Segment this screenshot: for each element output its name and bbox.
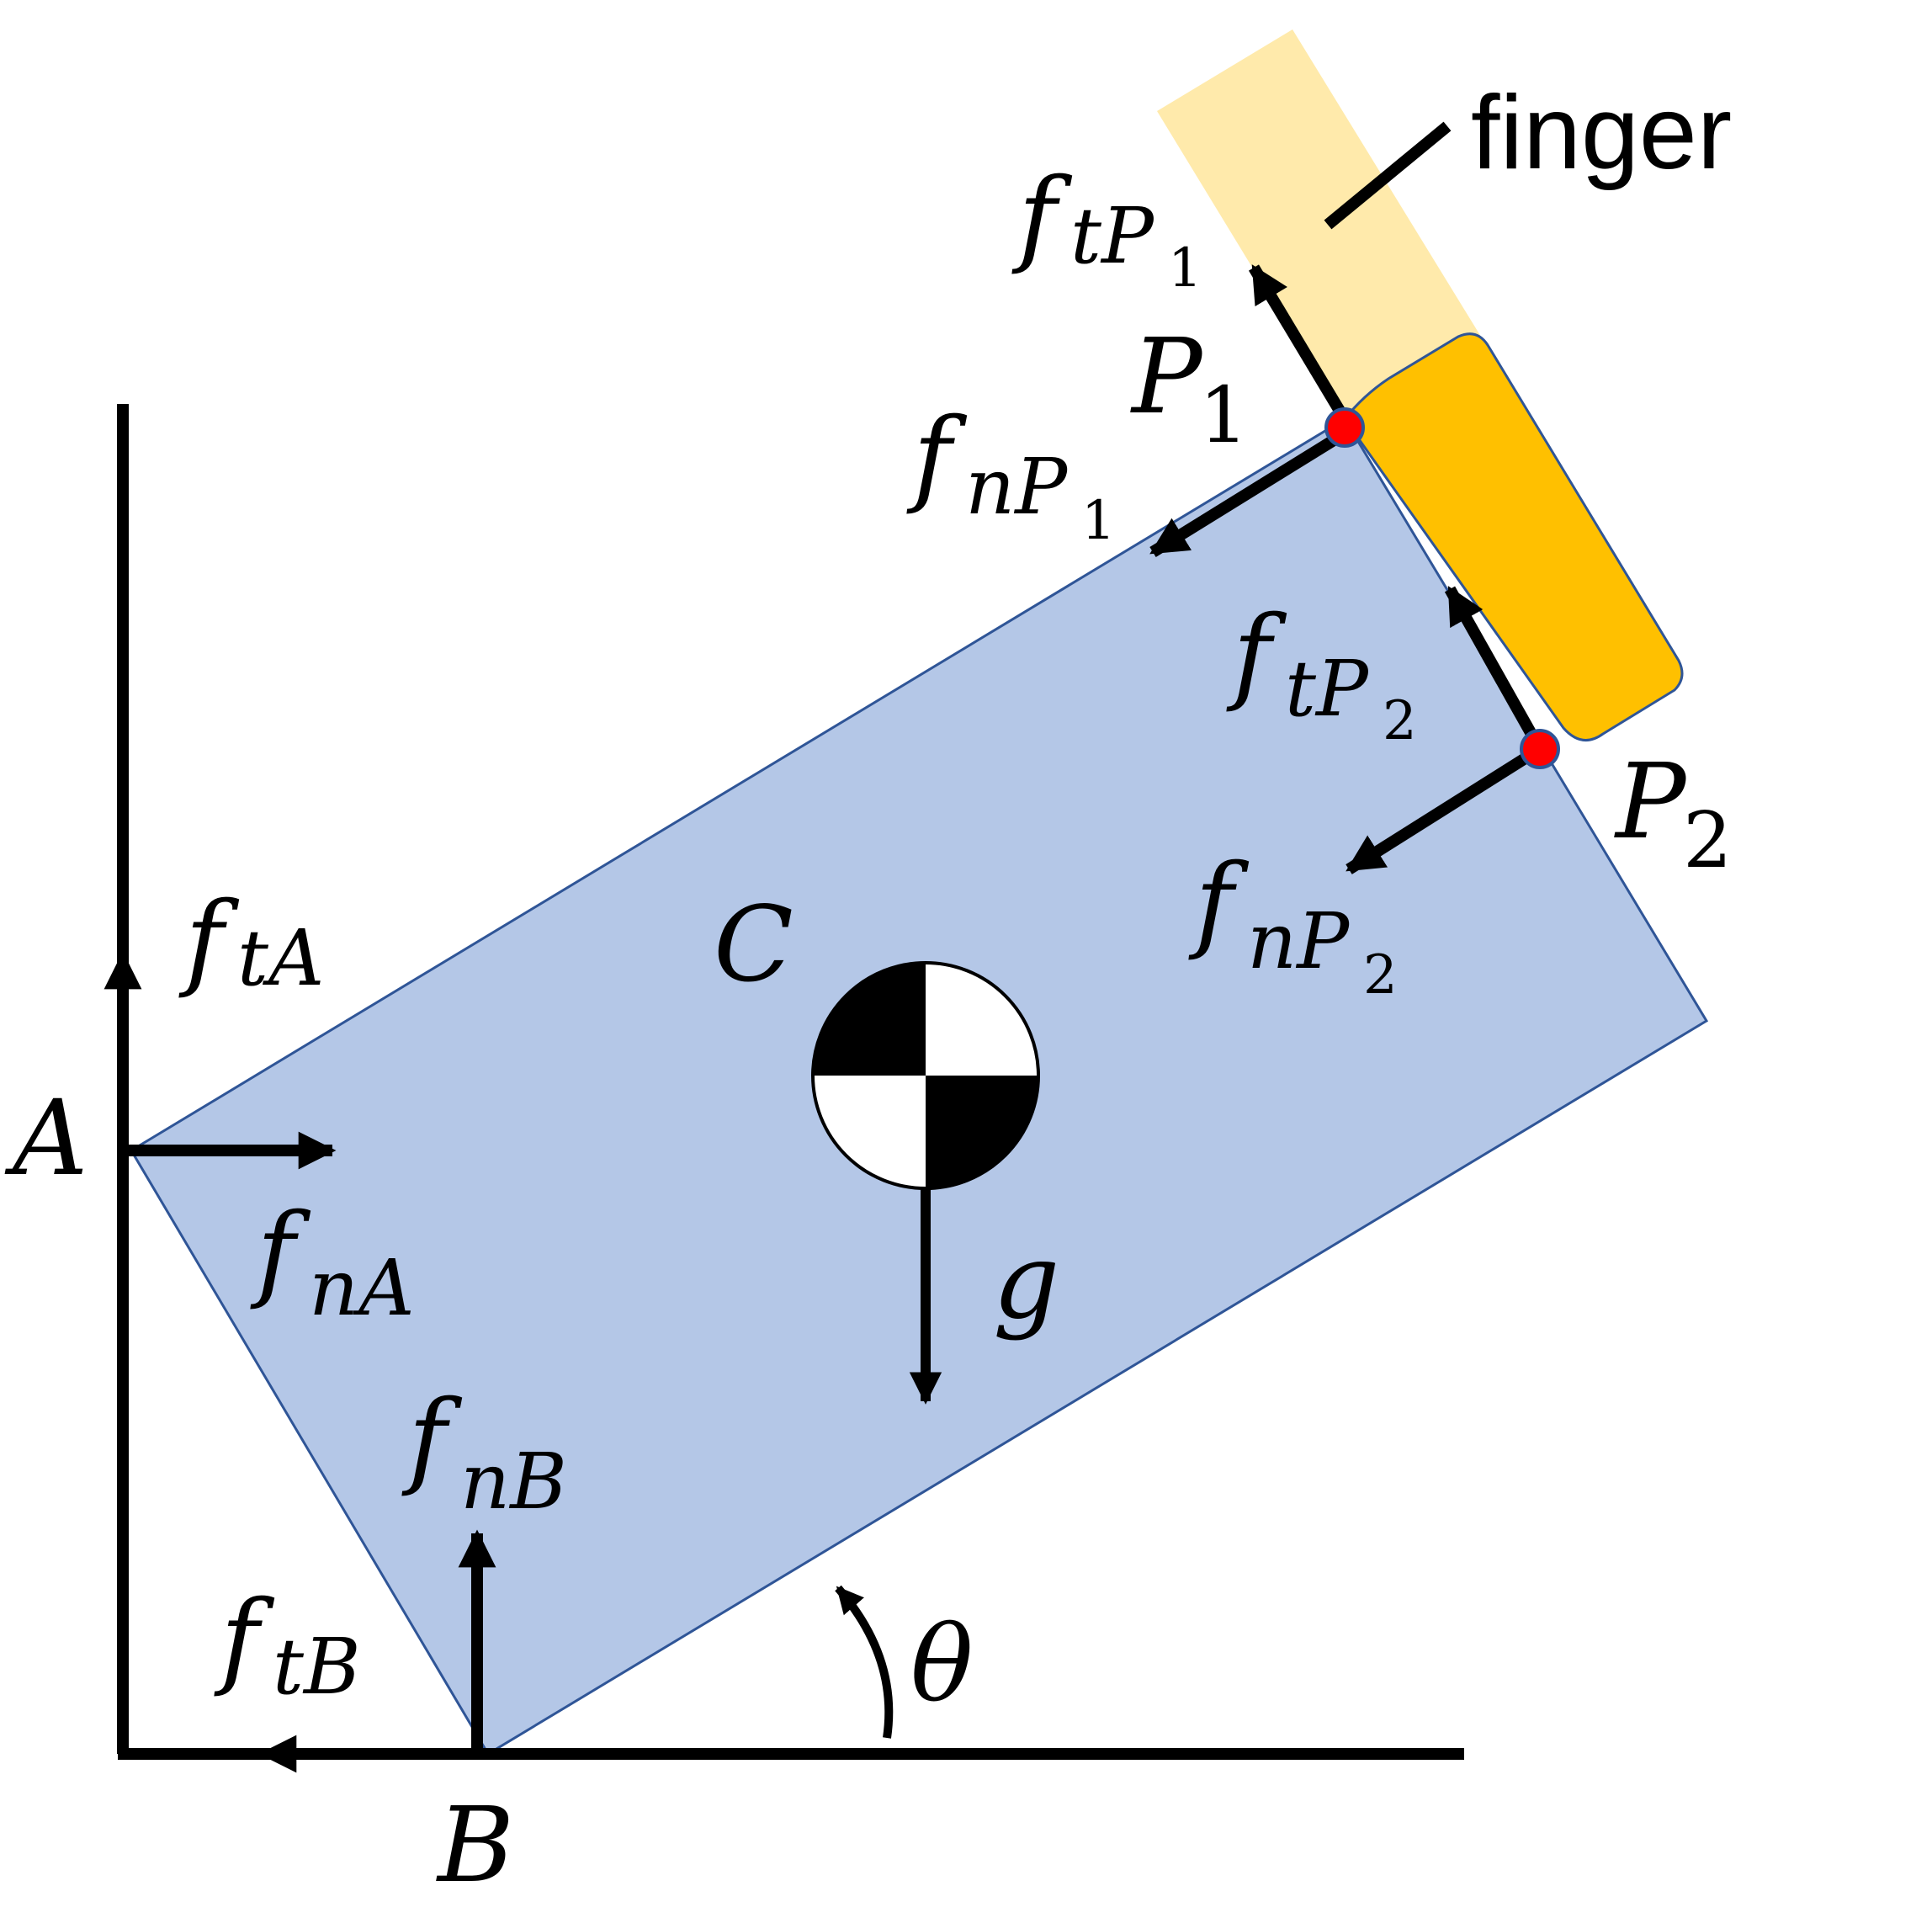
label-fnB-sub: nB (460, 1437, 567, 1527)
label-P2-main: P (1614, 741, 1688, 863)
label-B: B (436, 1785, 514, 1906)
finger-pointer-line (1324, 121, 1452, 230)
ftP1-arrow (1248, 264, 1351, 422)
label-ftB-sub: tB (273, 1622, 361, 1712)
label-fnP2-subsub: 2 (1363, 944, 1398, 1007)
fnP1-arrow (1149, 428, 1348, 557)
label-ftA-f: f (178, 880, 240, 1002)
finger-body (1157, 29, 1481, 419)
label-fnP1-sub: nP (965, 442, 1069, 532)
label-ftA-sub: tA (237, 913, 324, 1003)
label-P1-main: P (1130, 316, 1204, 438)
angle-arc (835, 1585, 894, 1739)
label-fnP2-sub: nP (1247, 896, 1351, 986)
label-C: C (714, 885, 794, 1006)
label-ftP2-subsub: 2 (1383, 690, 1417, 752)
finger-pad (1343, 332, 1684, 741)
center-of-mass-icon (811, 961, 1040, 1190)
label-ftP1-sub: tP (1070, 191, 1155, 281)
label-theta: θ (910, 1604, 974, 1725)
finger-label: finger (1471, 75, 1732, 191)
label-fnP1-subsub: 1 (1081, 490, 1116, 552)
label-ftP1-subsub: 1 (1168, 237, 1202, 300)
label-ftP1-f: f (1011, 157, 1073, 278)
contact-point-P1 (1324, 407, 1365, 448)
label-fnP1-f: f (906, 396, 968, 518)
label-fnA-sub: nA (309, 1243, 415, 1333)
contact-point-P2 (1520, 729, 1560, 769)
label-ftB-f: f (214, 1579, 275, 1700)
label-P2-sub: 2 (1683, 795, 1733, 885)
fnP2-arrow (1346, 744, 1543, 874)
label-A: A (4, 1078, 88, 1199)
label-ftP2-sub: tP (1285, 644, 1370, 734)
label-P1-sub: 1 (1199, 370, 1249, 460)
label-g: g (993, 1221, 1059, 1342)
ftP2-arrow (1444, 586, 1546, 752)
